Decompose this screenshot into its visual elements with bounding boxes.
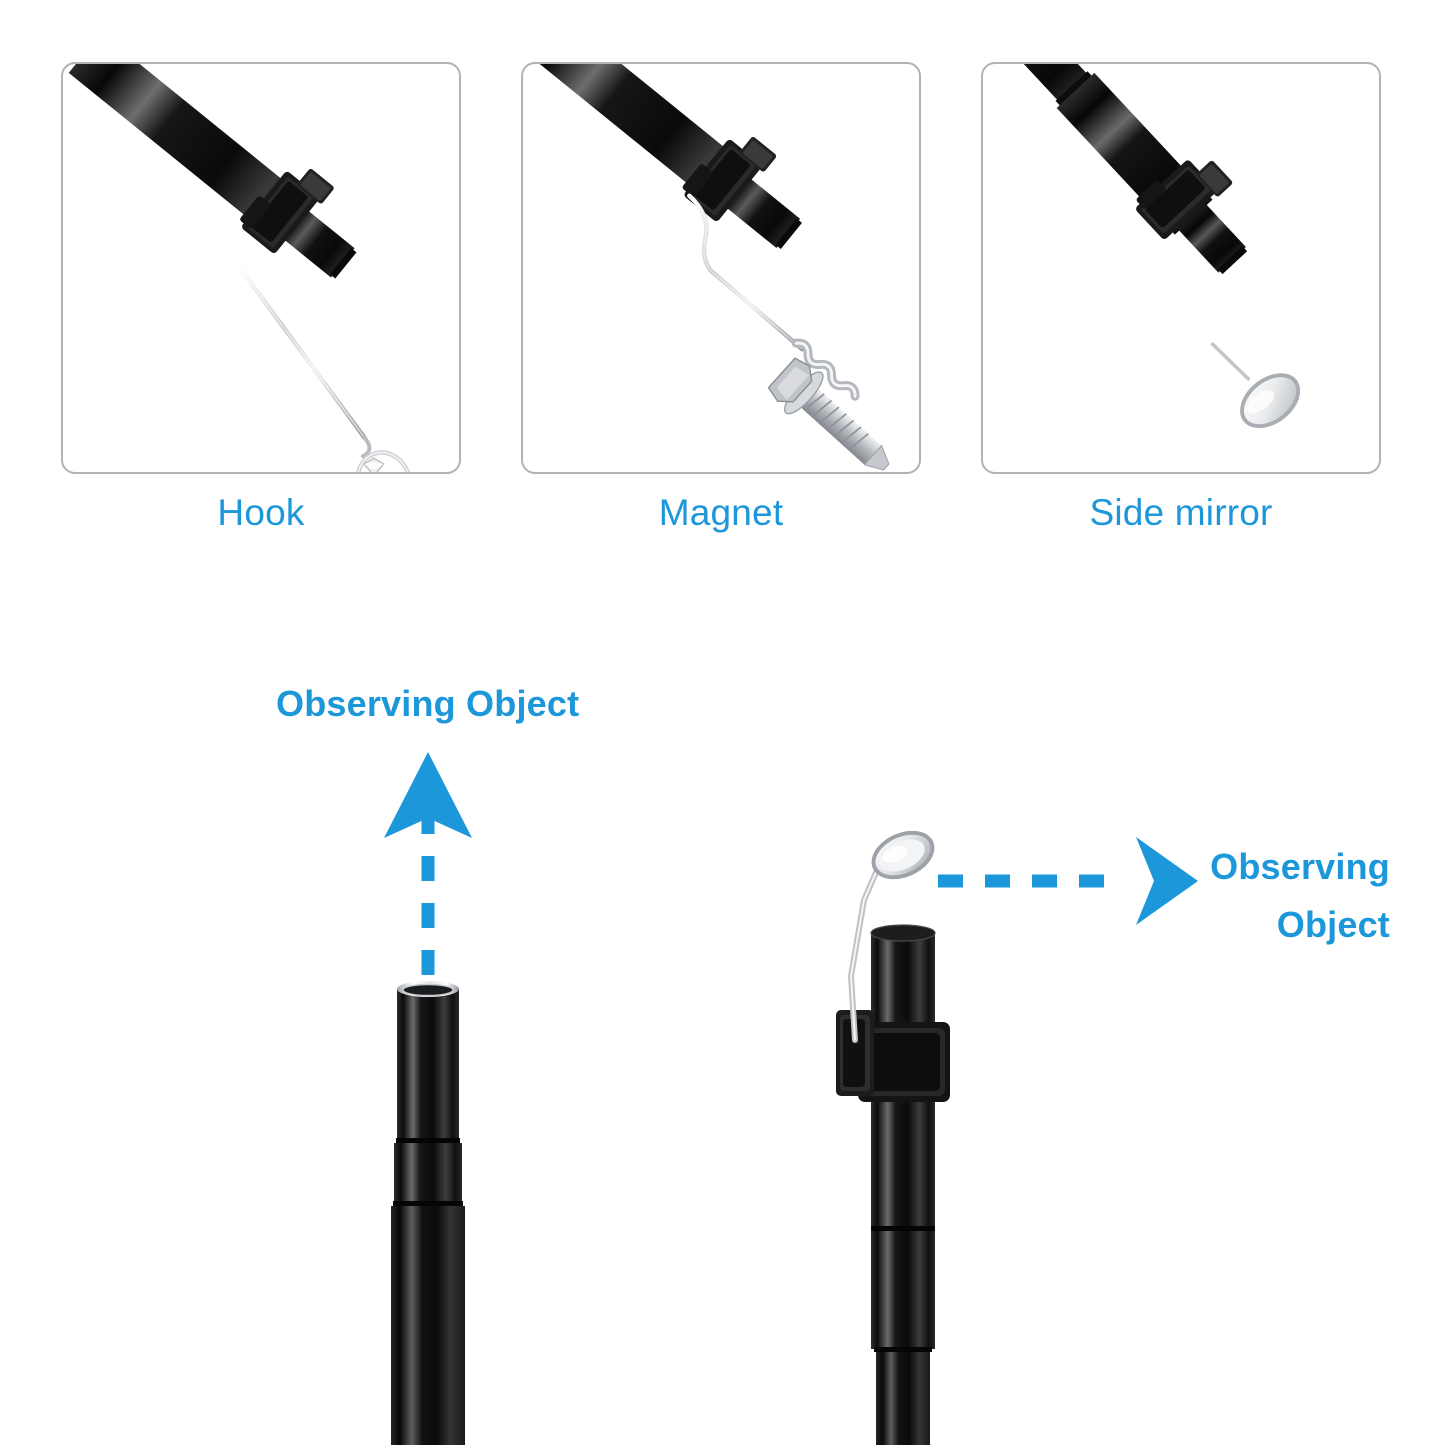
telescoping-rod-with-side-mirror	[836, 830, 950, 1445]
telescoping-rod-plain-tip	[391, 981, 465, 1445]
product-panel-side-mirror	[981, 62, 1381, 474]
observing-object-label-up: Observing Object	[276, 683, 580, 724]
diamond-ring	[355, 450, 413, 472]
oval-mirror-head	[871, 830, 935, 880]
product-panel-magnet	[521, 62, 921, 474]
oval-mirror	[1240, 373, 1301, 429]
hook-attachment-image	[68, 64, 413, 472]
hex-bolt	[767, 357, 890, 471]
panel-label-hook: Hook	[217, 492, 305, 533]
side-mirror-attachment-image	[983, 64, 1301, 429]
magnet-spring	[791, 338, 860, 401]
product-panel-hook	[61, 62, 461, 474]
observing-object-label-right-line2: Object	[1276, 904, 1390, 946]
observing-object-label-right-line1: Observing	[1210, 846, 1390, 887]
panel-label-magnet: Magnet	[658, 492, 784, 533]
panel-label-side-mirror: Side mirror	[1089, 492, 1273, 533]
magnet-attachment-image	[523, 64, 890, 471]
observing-object-label-right: Observing Object	[1128, 838, 1390, 955]
